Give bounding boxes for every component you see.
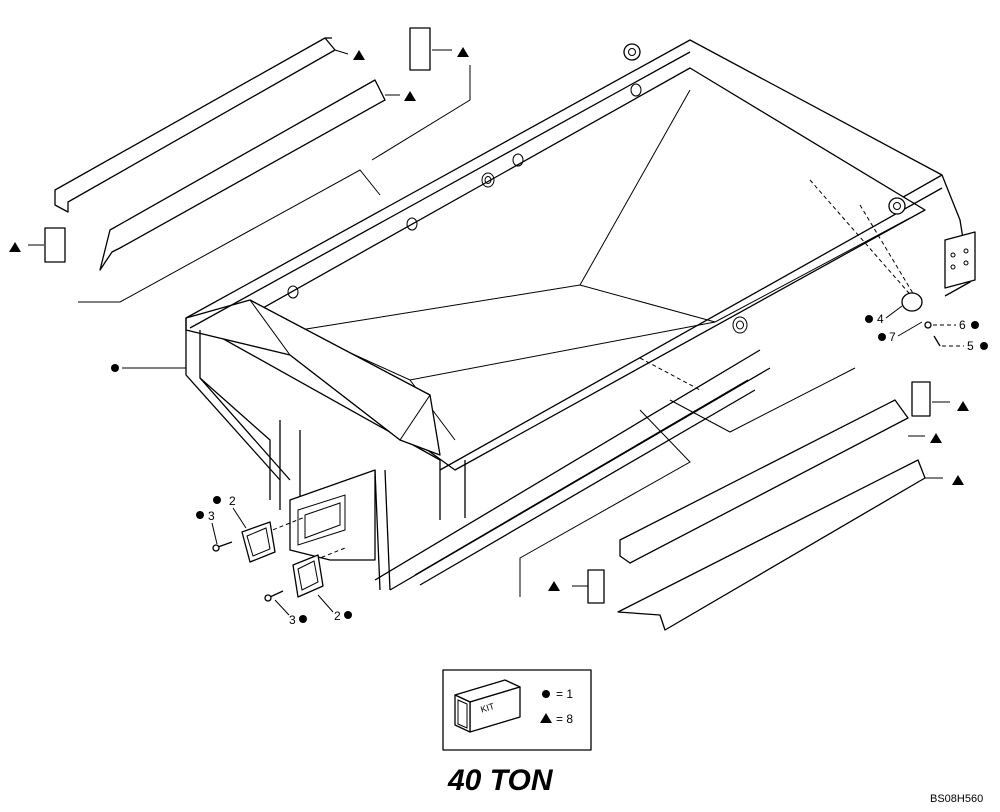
triangle-markers	[9, 47, 969, 591]
cover-plate-b	[292, 554, 324, 598]
small-plate-right	[911, 381, 950, 417]
triangle-marker-icon	[930, 433, 942, 443]
legend-circle-text: = 1	[556, 687, 573, 701]
legend-triangle-icon	[540, 713, 552, 723]
callout-4: 4	[877, 312, 884, 326]
small-plate-left	[28, 227, 66, 263]
circle-marker-icon	[865, 315, 873, 323]
circle-marker-icon	[111, 364, 119, 372]
circle-markers	[111, 315, 988, 623]
legend-box: KIT = 1 = 8	[442, 669, 592, 751]
legend-triangle-text: = 8	[556, 712, 573, 726]
kit-label: KIT	[479, 701, 496, 715]
circle-marker-icon	[196, 511, 204, 519]
bolt-a	[212, 541, 233, 552]
triangle-marker-icon	[457, 47, 469, 57]
triangle-marker-icon	[9, 242, 21, 252]
washer-6	[924, 321, 932, 329]
circle-marker-icon	[971, 321, 979, 329]
triangle-marker-icon	[957, 401, 969, 411]
callout-7: 7	[889, 330, 896, 344]
callout-3-upper: 3	[208, 509, 215, 523]
lower-flat-liner	[617, 459, 943, 631]
diagram-title: 40 TON	[447, 764, 554, 797]
legend-circle-icon	[542, 690, 550, 698]
kit-box-icon: KIT	[454, 679, 521, 733]
cover-plate-a	[241, 521, 276, 563]
bolt-5	[933, 335, 941, 347]
small-plate-top	[409, 27, 452, 71]
upper-angle-liner	[54, 37, 349, 213]
dump-body	[185, 39, 976, 591]
triangle-marker-icon	[353, 50, 365, 60]
triangle-marker-icon	[548, 581, 560, 591]
callout-3-lower: 3	[289, 613, 296, 627]
circle-marker-icon	[299, 615, 307, 623]
callout-5: 5	[967, 339, 974, 353]
round-plate-4	[901, 292, 923, 312]
callout-2-lower: 2	[334, 609, 341, 623]
triangle-marker-icon	[952, 475, 964, 485]
small-plate-bottom	[572, 569, 605, 604]
bolt-b	[264, 590, 284, 602]
lower-angle-liner	[619, 399, 925, 564]
triangle-marker-icon	[404, 91, 416, 101]
circle-marker-icon	[213, 496, 221, 504]
callout-2-upper: 2	[229, 494, 236, 508]
circle-marker-icon	[878, 333, 886, 341]
drawing-code: BS08H560	[930, 793, 983, 805]
callout-6: 6	[959, 318, 966, 332]
leader-lines	[78, 65, 856, 597]
upper-flat-liner	[99, 79, 400, 271]
circle-marker-icon	[980, 342, 988, 350]
callouts: 2 3 2 3 4 7 6 5	[208, 305, 974, 627]
circle-marker-icon	[344, 611, 352, 619]
